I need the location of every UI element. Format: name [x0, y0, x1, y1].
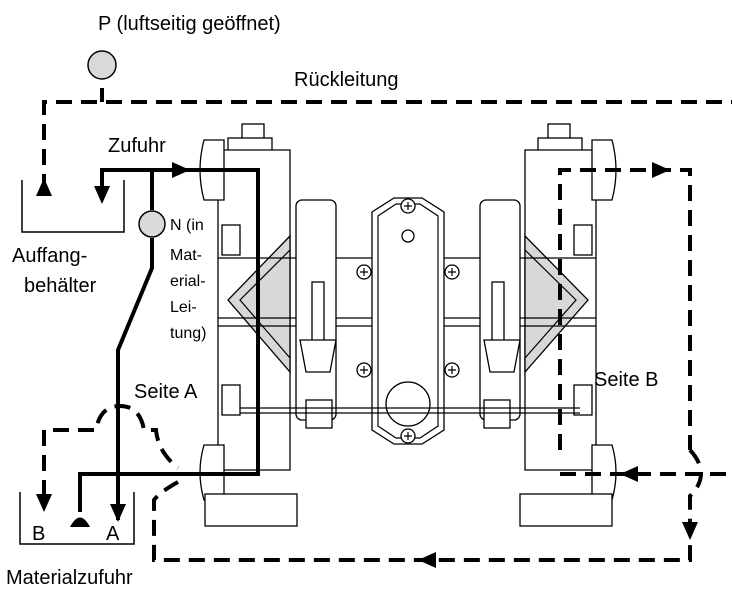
tank-a-label: A: [106, 523, 120, 545]
return-line: [36, 88, 732, 196]
left-piston: [295, 199, 337, 429]
gauge-n-label-line5: tung): [170, 325, 206, 342]
supply-right-arrow: [172, 162, 190, 178]
tank-b-return-line: [36, 403, 698, 568]
tank-b-label: B: [32, 523, 45, 545]
material-supply-tank: [19, 492, 135, 545]
gauge-p-label: P (luftseitig geöffnet): [98, 13, 281, 35]
gauge-n-label-line4: Lei-: [170, 299, 197, 316]
gauge-n-label-line3: erial-: [170, 273, 206, 290]
gauge-n-icon: [138, 210, 166, 238]
material-supply-label: Materialzufuhr: [6, 567, 133, 589]
bottom-left-arrow: [418, 552, 436, 568]
gauge-p-icon: [87, 50, 117, 80]
supply-down-arrow: [94, 186, 110, 204]
inlet-foot: [70, 517, 90, 527]
gauge-n-label-line1: N (in: [170, 217, 204, 234]
collector-label-line1: Auffang-: [12, 245, 87, 267]
tank-b-down-arrow: [36, 494, 52, 512]
return-up-arrow: [36, 178, 52, 196]
supply-label: Zufuhr: [108, 135, 166, 157]
collector-tank: [21, 180, 125, 233]
supply-line: [70, 162, 260, 527]
side-b-left-arrow: [620, 466, 638, 482]
right-diaphragm-housing: [524, 234, 589, 374]
tank-a-down-arrow: [110, 504, 126, 522]
side-b-loop: [558, 162, 732, 520]
collector-label-line2: behälter: [24, 275, 97, 297]
air-valve-block: [356, 197, 460, 445]
right-piston: [479, 199, 521, 429]
return-line-label: Rückleitung: [294, 69, 399, 91]
gauge-n-label-line2: Mat-: [170, 247, 202, 264]
side-b-label: Seite B: [594, 369, 658, 391]
right-down-arrow: [682, 522, 698, 540]
side-b-right-arrow: [652, 162, 670, 178]
side-a-label: Seite A: [134, 381, 198, 403]
diaphragm-pump: [199, 123, 617, 527]
